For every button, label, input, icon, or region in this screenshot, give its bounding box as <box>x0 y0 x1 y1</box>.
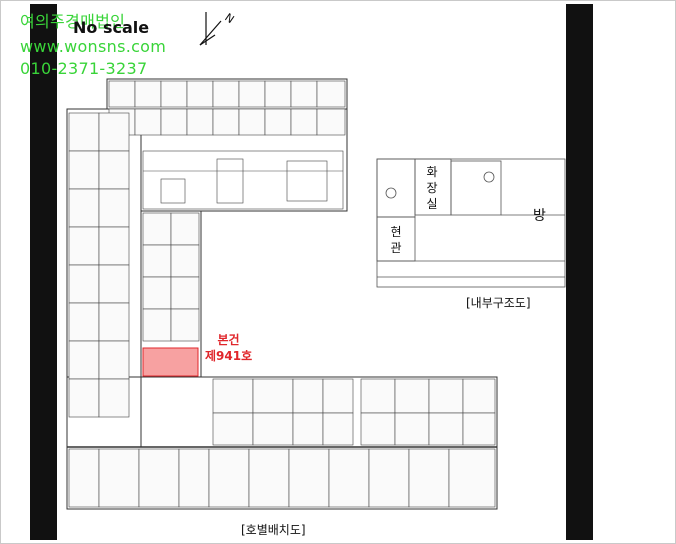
subject-unit-line2: 제941호 <box>205 349 253 363</box>
left-wing-units <box>68 112 130 418</box>
top-row-units <box>108 80 346 136</box>
lower-wing-units <box>212 378 496 446</box>
north-arrow-icon: N <box>199 11 236 46</box>
bottom-row-units <box>68 448 496 508</box>
watermark-website: www.wonsns.com <box>20 37 167 56</box>
subject-unit-line1: 본건 <box>217 333 240 347</box>
inner-wing-units <box>142 212 200 342</box>
interior-plan <box>376 158 566 288</box>
svg-text:N: N <box>222 11 236 26</box>
subject-unit-highlight <box>142 347 199 377</box>
building-outline <box>66 78 498 510</box>
scale-note: No scale <box>73 18 150 37</box>
core-area <box>142 150 344 210</box>
floor-plan-caption: [호별배치도] <box>241 523 306 537</box>
right-black-bar <box>566 4 593 540</box>
subject-unit-label: 본건 제941호 <box>205 332 252 364</box>
left-black-bar <box>30 4 57 540</box>
interior-plan-caption: [내부구조도] <box>466 296 531 310</box>
room-main-label: 방 <box>533 208 546 224</box>
watermark-company-name: 여의주경매법인 <box>20 12 126 31</box>
watermark-phone: 010-2371-3237 <box>20 59 148 78</box>
